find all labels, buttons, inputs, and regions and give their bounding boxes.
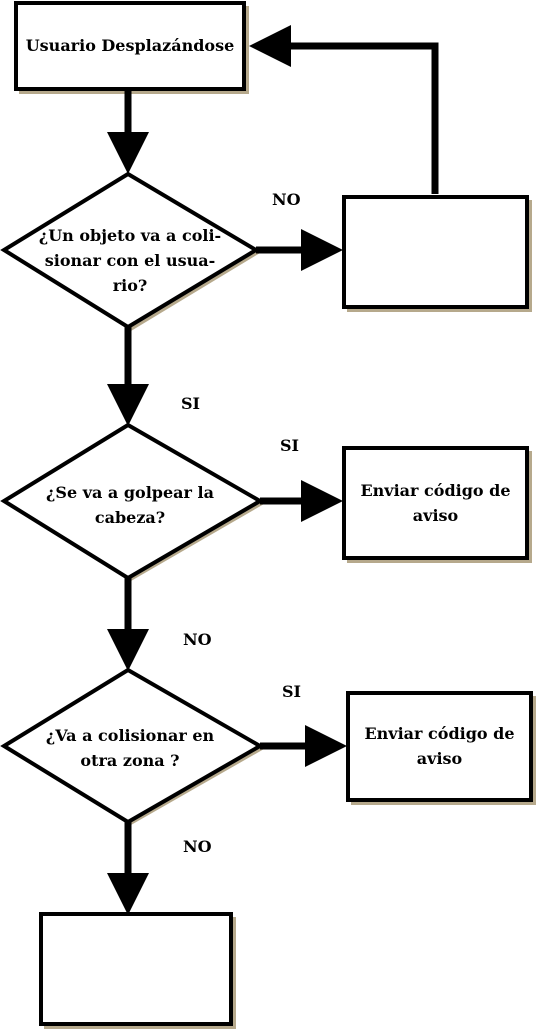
decision-2-label: ¿Se va a golpear la cabeza? xyxy=(46,483,214,527)
edge-label-d1-si: SI xyxy=(181,394,201,413)
decision-3-label: ¿Va a colisionar en otra zona ? xyxy=(45,726,215,770)
action-box-1 xyxy=(342,195,529,309)
start-box-label: Usuario Desplazándose xyxy=(25,36,235,55)
action-box-3-label: Enviar código de aviso xyxy=(364,724,515,768)
end-box xyxy=(39,912,233,1026)
edge-label-d1-no: NO xyxy=(272,190,301,209)
action-box-2 xyxy=(342,446,529,560)
action-box-2-label: Enviar código de aviso xyxy=(360,481,511,525)
edge-label-d3-no: NO xyxy=(183,837,212,856)
arrow-action1-loop xyxy=(249,25,439,194)
action-box-3 xyxy=(346,691,533,802)
start-box xyxy=(14,1,246,91)
connectors xyxy=(107,25,439,915)
edge-label-d3-si: SI xyxy=(282,682,302,701)
edge-label-d2-si: SI xyxy=(280,436,300,455)
decision-1-label: ¿Un objeto va a coli- sionar con el usua… xyxy=(38,226,222,295)
edge-label-d2-no: NO xyxy=(183,630,212,649)
